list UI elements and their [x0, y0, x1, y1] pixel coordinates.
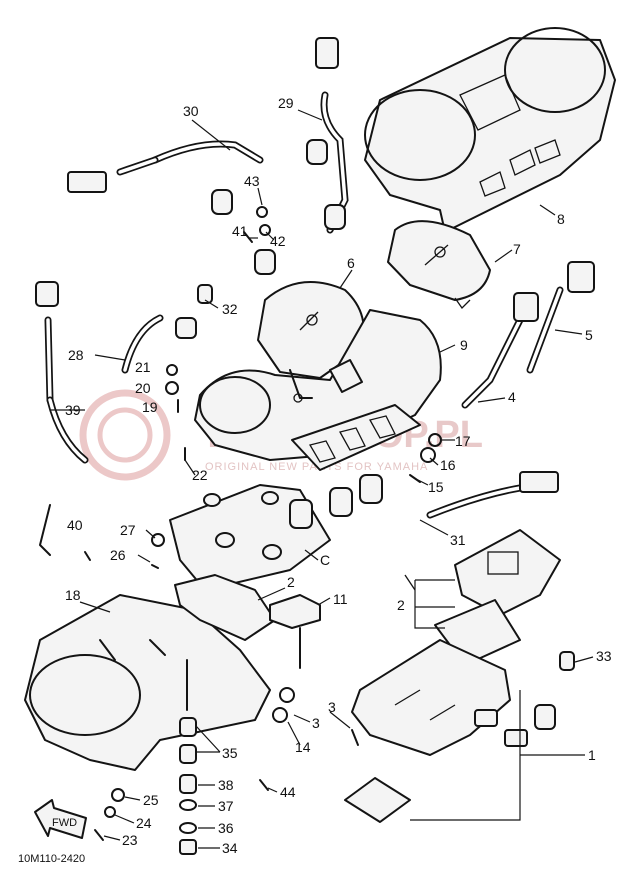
callout-38: 38	[218, 777, 234, 793]
lower-panel	[24, 574, 276, 771]
fwd-label: FWD	[52, 817, 77, 829]
callout-15: 15	[428, 479, 444, 495]
callout-35: 35	[222, 745, 238, 761]
tachometer	[387, 220, 491, 310]
diagram-code: 10M110-2420	[18, 853, 85, 865]
callout-3-left: 3	[312, 715, 320, 731]
meter-cover	[364, 27, 616, 233]
speedometer-assembly	[194, 281, 442, 471]
callout-39: 39	[65, 402, 81, 418]
callout-1: 1	[588, 747, 596, 763]
callout-37: 37	[218, 798, 234, 814]
callout-24: 24	[136, 815, 152, 831]
callout-43: 43	[244, 173, 260, 189]
bulb-sockets	[175, 139, 575, 671]
callout-23: 23	[122, 832, 138, 848]
wiring	[35, 37, 595, 556]
callout-28: 28	[68, 347, 84, 363]
callout-22: 22	[192, 467, 208, 483]
callout-27: 27	[120, 522, 136, 538]
callout-20: 20	[135, 380, 151, 396]
callout-5-top: 5	[585, 327, 593, 343]
callout-labels: 30 29 43 41 42 8 7 6 32 5 28 21 20 19 9 …	[65, 95, 612, 856]
callout-6: 6	[347, 255, 355, 271]
callout-7: 7	[513, 241, 521, 257]
callout-18: 18	[65, 587, 81, 603]
callout-8: 8	[557, 211, 565, 227]
indicator-light-assembly	[344, 529, 561, 823]
callout-21: 21	[135, 359, 151, 375]
callout-44: 44	[280, 784, 296, 800]
callout-29: 29	[278, 95, 294, 111]
callout-34: 34	[222, 840, 238, 856]
callout-33: 33	[596, 648, 612, 664]
callout-9: 9	[460, 337, 468, 353]
callout-19: 19	[142, 399, 158, 415]
callout-42: 42	[270, 233, 286, 249]
callout-17: 17	[455, 433, 471, 449]
callout-31: 31	[450, 532, 466, 548]
callout-36: 36	[218, 820, 234, 836]
callout-14: 14	[295, 739, 311, 755]
hardware	[84, 206, 442, 855]
callout-2-right: 2	[397, 597, 405, 613]
callout-32: 32	[222, 301, 238, 317]
callout-41: 41	[232, 223, 248, 239]
callout-30: 30	[183, 103, 199, 119]
callout-25: 25	[143, 792, 159, 808]
leader-lines	[50, 109, 594, 849]
callout-11: 11	[333, 591, 348, 607]
callout-16: 16	[440, 457, 456, 473]
callout-26: 26	[110, 547, 126, 563]
meter-bracket	[169, 474, 383, 591]
callout-2-center: 2	[287, 574, 295, 590]
callout-4: 4	[508, 389, 516, 405]
forward-direction-arrow: FWD	[34, 799, 87, 839]
callout-c: C	[320, 552, 330, 568]
callout-40: 40	[67, 517, 83, 533]
bracket-11	[269, 594, 321, 669]
callout-3-right: 3	[328, 699, 336, 715]
